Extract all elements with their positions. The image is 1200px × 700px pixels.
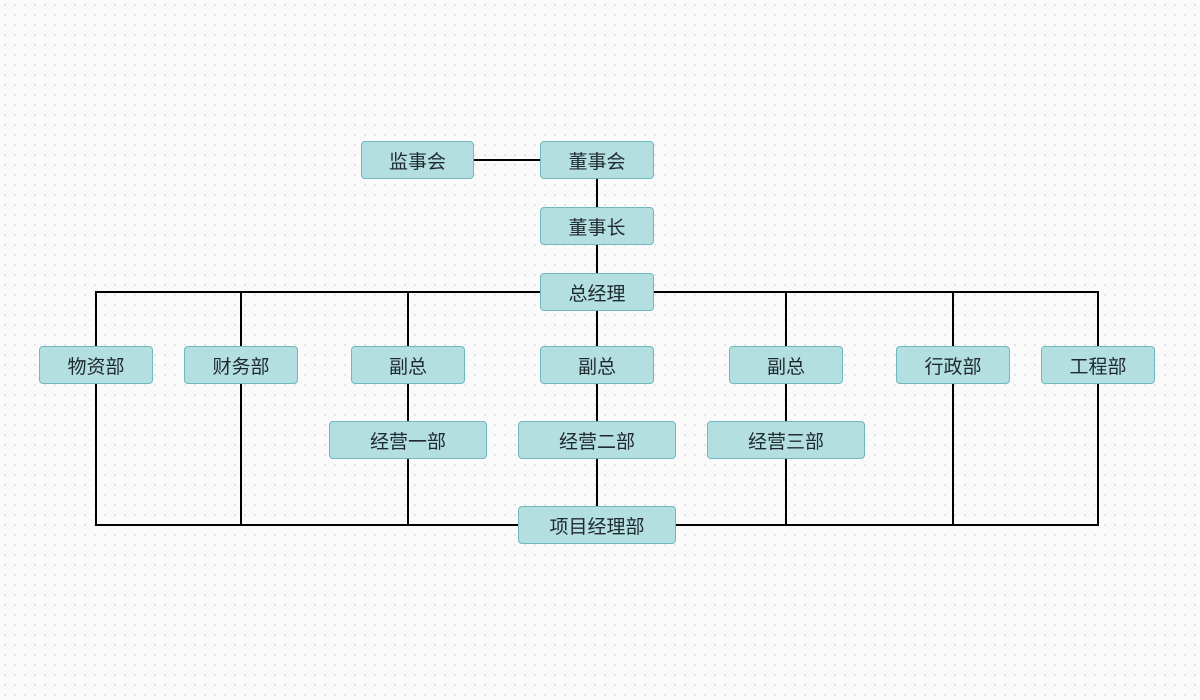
supervisory-board-node[interactable]: 监事会 [361,141,474,179]
vice-gm-left-node[interactable]: 副总 [351,346,465,384]
board-of-directors-node[interactable]: 董事会 [540,141,654,179]
business-dept-2-node[interactable]: 经营二部 [518,421,676,459]
engineering-dept-node[interactable]: 工程部 [1041,346,1155,384]
project-management-dept-node[interactable]: 项目经理部 [518,506,676,544]
vice-gm-center-node[interactable]: 副总 [540,346,654,384]
materials-dept-node[interactable]: 物资部 [39,346,153,384]
business-dept-3-node[interactable]: 经营三部 [707,421,865,459]
chairman-node[interactable]: 董事长 [540,207,654,245]
finance-dept-node[interactable]: 财务部 [184,346,298,384]
admin-dept-node[interactable]: 行政部 [896,346,1010,384]
general-manager-node[interactable]: 总经理 [540,273,654,311]
vice-gm-right-node[interactable]: 副总 [729,346,843,384]
business-dept-1-node[interactable]: 经营一部 [329,421,487,459]
